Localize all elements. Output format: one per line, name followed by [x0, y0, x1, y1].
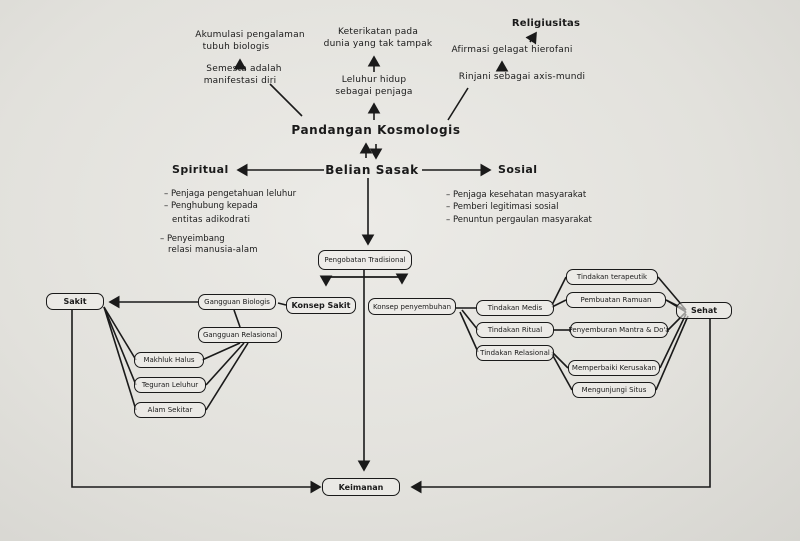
keterikatan-line2: dunia yang tak tampak [323, 39, 433, 49]
spiritual-item: Penyeimbang [160, 233, 225, 245]
pengobatan-tradisional-box: Pengobatan Tradisional [318, 250, 412, 270]
mengunjungi-situs-box: Mengunjungi Situs [572, 382, 656, 398]
sakit-box: Sakit [46, 293, 104, 310]
keimanan-box: Keimanan [322, 478, 400, 496]
arrow-sehat-to-keimanan [410, 318, 711, 494]
tindakan-ritual-box: Tindakan Ritual [476, 322, 554, 338]
diagram-title: Pandangan Kosmologis [291, 123, 461, 137]
konsep-penyembuhan-box: Konsep penyembuhan [368, 298, 456, 315]
arrow-branch-left [319, 275, 402, 287]
keterikatan-line1: Keterikatan pada [337, 27, 419, 37]
penyemburan-mantra-box: Penyemburan Mantra & Do'a [568, 322, 670, 338]
sosial-item: Penuntun pergaulan masyarakat [446, 214, 592, 226]
spiritual-item-cont: relasi manusia-alam [168, 245, 258, 255]
line-title-to-rinjani [447, 87, 469, 121]
sosial-list: Penjaga kesehatan masyarakat Pemberi leg… [446, 189, 592, 226]
alam-sekitar-box: Alam Sekitar [134, 402, 206, 418]
spiritual-item-cont: entitas adikodrati [172, 215, 251, 225]
gangguan-relasional-box: Gangguan Relasional [198, 327, 282, 343]
leluhur-line1: Leluhur hidup [341, 75, 407, 85]
pembuatan-ramuan-box: Pembuatan Ramuan [566, 292, 666, 308]
sosial-item: Penjaga kesehatan masyarakat [446, 189, 592, 201]
makhluk-halus-box: Makhluk Halus [134, 352, 204, 368]
spiritual-heading: Spiritual [172, 163, 229, 176]
sosial-item: Pemberi legitimasi sosial [446, 201, 592, 213]
tindakan-medis-box: Tindakan Medis [476, 300, 554, 316]
afirmasi-hierofani: Afirmasi gelagat hierofani [451, 45, 573, 55]
tindakan-relasional-box: Tindakan Relasional [476, 345, 554, 361]
tindakan-terapeutik-box: Tindakan terapeutik [566, 269, 658, 285]
arrow-sakit-to-keimanan [71, 310, 322, 494]
spiritual-item: Penghubung kepada [164, 200, 296, 212]
arrow-afirmasi-to-religiusitas [525, 31, 537, 45]
center-node: Belian Sasak [325, 163, 419, 177]
rinjani-axis-mundi: Rinjani sebagai axis-mundi [458, 72, 586, 82]
akumulasi-line2: tubuh biologis [202, 42, 270, 52]
leluhur-line2: sebagai penjaga [335, 87, 413, 97]
sosial-heading: Sosial [498, 163, 538, 176]
semesta-line2: manifestasi diri [203, 76, 277, 86]
religiusitas: Religiusitas [511, 18, 581, 29]
akumulasi-line1: Akumulasi pengalaman [195, 30, 305, 40]
spiritual-list-2: Penyeimbang [160, 233, 225, 245]
spiritual-item: Penjaga pengetahuan leluhur [164, 188, 296, 200]
teguran-leluhur-box: Teguran Leluhur [134, 377, 206, 393]
semesta-line1: Semesta adalah [206, 64, 282, 74]
spiritual-list: Penjaga pengetahuan leluhur Penghubung k… [164, 188, 296, 213]
gangguan-biologis-box: Gangguan Biologis [198, 294, 276, 310]
memperbaiki-kerusakan-box: Memperbaiki Kerusakan [568, 360, 660, 376]
sehat-box: Sehat [676, 302, 732, 319]
konsep-sakit-box: Konsep Sakit [286, 297, 356, 314]
line-title-to-semesta [269, 83, 303, 117]
